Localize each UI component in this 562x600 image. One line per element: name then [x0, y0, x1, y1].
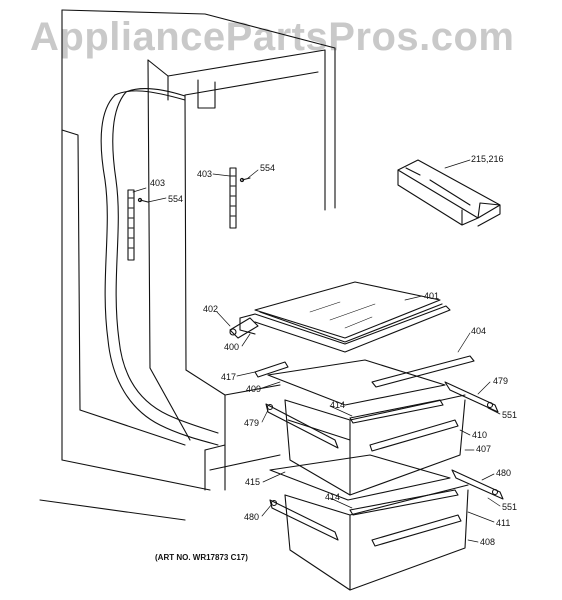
storage-bin [397, 159, 501, 227]
callout-403-right: 403 [197, 169, 212, 179]
callout-551-lower: 551 [502, 502, 517, 512]
callout-408: 408 [480, 537, 495, 547]
screw-left [137, 197, 149, 203]
callout-404: 404 [471, 326, 486, 336]
callout-414-upper: 414 [330, 400, 345, 410]
callout-480-right: 480 [496, 468, 511, 478]
callout-409: 409 [246, 384, 261, 394]
pan-divider-upper [349, 399, 444, 424]
art-number: (ART NO. WR17873 C17) [155, 553, 248, 562]
callout-415: 415 [245, 477, 260, 487]
crisper-cover-lower [269, 454, 451, 501]
callout-554-left: 554 [168, 194, 183, 204]
cabinet-outline [39, 9, 336, 521]
shelf-rail [371, 355, 475, 388]
drawer-slide-upper-right [444, 381, 499, 413]
callout-479-left: 479 [244, 418, 259, 428]
callout-480-left: 480 [244, 512, 259, 522]
callout-402: 402 [203, 304, 218, 314]
callout-labels: 403 554 403 554 215,216 401 402 400 404 … [150, 154, 517, 547]
callout-479-right: 479 [493, 376, 508, 386]
watermark-text: AppliancePartsPros.com [30, 15, 515, 59]
callout-414-lower: 414 [325, 492, 340, 502]
callout-403-left: 403 [150, 178, 165, 188]
callout-215-216: 215,216 [471, 154, 504, 164]
screw-right [239, 177, 251, 183]
shelf-bracket [229, 317, 259, 339]
glass-shelf [254, 281, 443, 343]
crisper-pan-lower [284, 484, 469, 591]
shelf-ladder-left [127, 189, 135, 261]
callout-401: 401 [424, 291, 439, 301]
crisper-cover-upper [267, 359, 446, 406]
callout-417: 417 [221, 372, 236, 382]
drawer-slide-upper-left [265, 403, 339, 449]
callout-411: 411 [496, 518, 510, 528]
crisper-pan-upper [284, 394, 466, 496]
callout-551-upper: 551 [502, 410, 517, 420]
callout-407: 407 [476, 444, 491, 454]
breaker-strip [100, 87, 219, 446]
callout-410: 410 [472, 430, 487, 440]
shelf-frame [239, 305, 451, 353]
drawer-slide-lower-right [451, 469, 504, 500]
callout-400: 400 [224, 342, 239, 352]
pan-divider-lower [349, 489, 459, 516]
slide-rail [254, 361, 289, 378]
shelf-ladder-right [229, 167, 237, 229]
callout-554-right: 554 [260, 163, 275, 173]
leader-lines [132, 159, 501, 543]
drawer-slide-lower-left [269, 499, 339, 541]
